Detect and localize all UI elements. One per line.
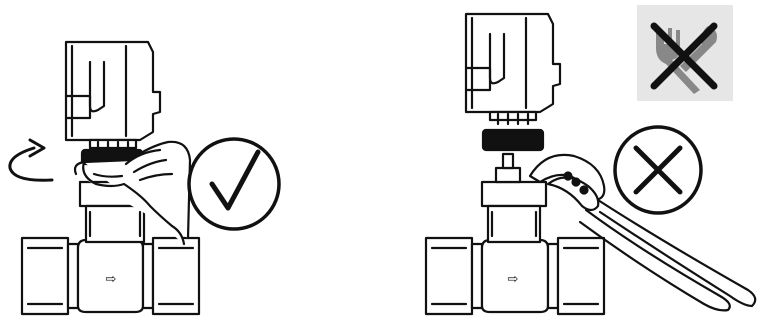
check-mark-icon: [189, 139, 279, 229]
flow-arrow-right: ⇨: [508, 272, 519, 287]
flow-arrow-left: ⇨: [106, 272, 117, 287]
panel-correct: ⇨: [10, 42, 279, 314]
no-tools-icon: [637, 5, 733, 101]
cross-mark-icon: [615, 127, 701, 213]
actuator-left: [66, 42, 160, 150]
locking-nut-right: [483, 130, 543, 150]
rotate-arrow-icon: [10, 140, 52, 180]
actuator-right: [466, 14, 560, 124]
